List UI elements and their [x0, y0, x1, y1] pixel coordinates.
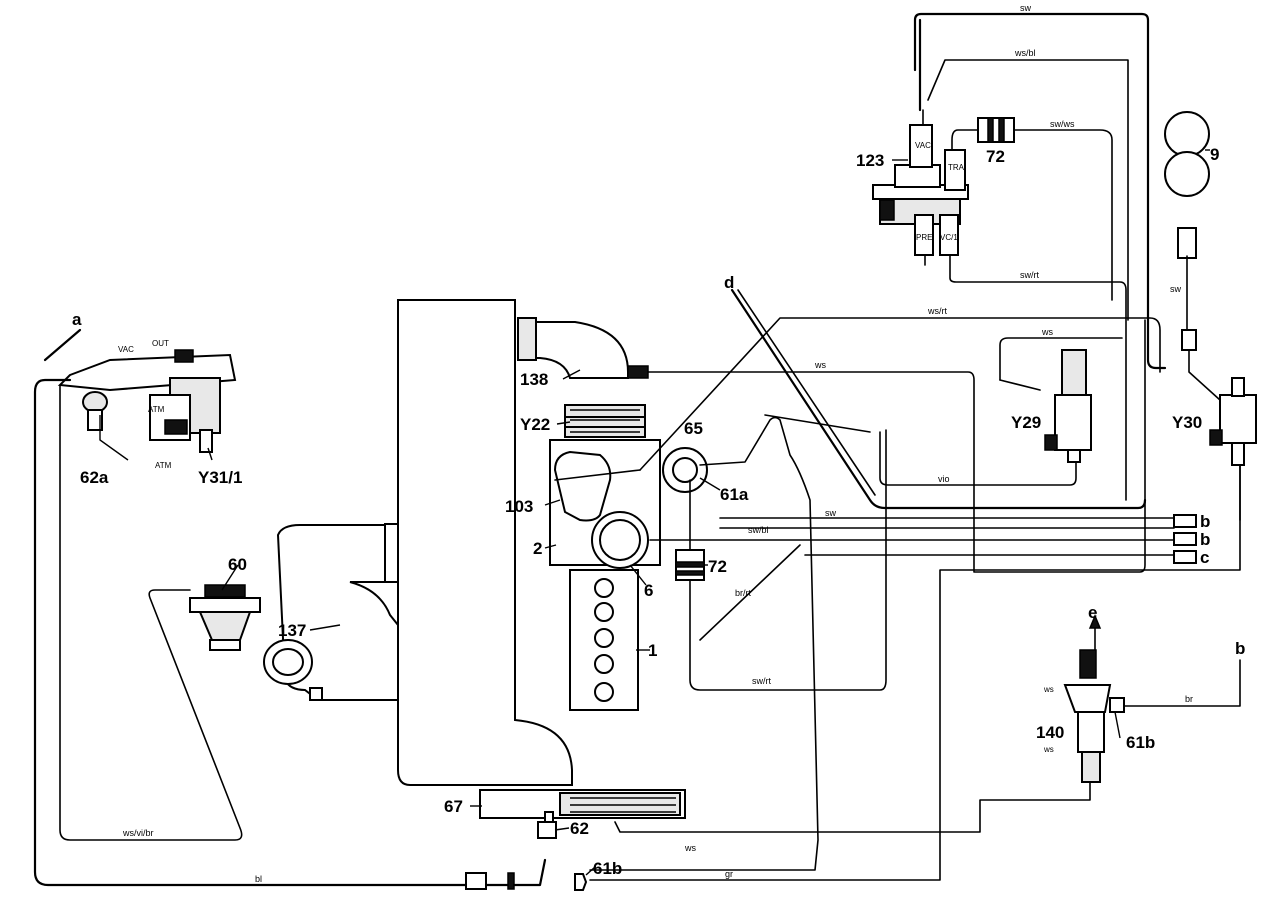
label-a: a [72, 310, 82, 329]
component-labels: a d e b b b c 1 2 6 9 60 61a 61b 61b 62 … [72, 145, 1245, 878]
actuator-60 [189, 584, 261, 651]
wire-wsbl: ws/bl [1014, 48, 1036, 58]
port-vc: VC/1 [940, 233, 958, 242]
injector-block-1 [569, 569, 639, 711]
label-c-end: c [1200, 548, 1209, 567]
valve-Y30 [1209, 377, 1257, 466]
label-d: d [724, 273, 734, 292]
throttle-body-2 [549, 439, 708, 569]
label-61b-right: 61b [1126, 733, 1155, 752]
label-b-right: b [1235, 639, 1245, 658]
label-e: e [1088, 603, 1097, 622]
filter-72-mid [675, 549, 705, 581]
wire-ws2: ws [814, 360, 826, 370]
label-Y31-1: Y31/1 [198, 468, 242, 487]
label-1: 1 [648, 641, 657, 660]
wire-swbl: sw/bl [748, 525, 769, 535]
leader-lines [99, 149, 1210, 876]
port-vac-123: VAC [915, 141, 931, 150]
port-atm-1: ATM [148, 405, 165, 414]
wire-swrt-low: sw/rt [752, 676, 771, 686]
intake-elbow-138 [517, 317, 649, 379]
switch-140 [1063, 649, 1125, 783]
label-61b-bottom: 61b [593, 859, 622, 878]
label-62a: 62a [80, 468, 109, 487]
label-60: 60 [228, 555, 247, 574]
wire-swws: sw/ws [1050, 119, 1075, 129]
port-out: OUT [152, 339, 169, 348]
vacuum-lines [33, 12, 1241, 887]
wire-brrt: br/rt [735, 588, 752, 598]
air-duct-137 [263, 523, 399, 701]
label-61a: 61a [720, 485, 749, 504]
wire-sw-mid: sw [825, 508, 837, 518]
wire-bl: bl [255, 874, 262, 884]
port-atm-2: ATM [155, 461, 172, 470]
intake-housing [397, 299, 573, 786]
wire-ws-140: ws [1043, 685, 1054, 694]
label-Y29: Y29 [1011, 413, 1041, 432]
label-123: 123 [856, 151, 884, 170]
component-67 [479, 789, 686, 819]
wire-ws3: ws [684, 843, 696, 853]
label-9: 9 [1210, 145, 1219, 164]
valve-Y22 [564, 404, 646, 438]
reservoir-9 [1164, 111, 1210, 351]
wire-vio: vio [938, 474, 950, 484]
wire-sw-vert: sw [1170, 284, 1182, 294]
label-138: 138 [520, 370, 548, 389]
port-vac-62a: VAC [118, 345, 134, 354]
wire-ws-140b: ws [1043, 745, 1054, 754]
label-137: 137 [278, 621, 306, 640]
wire-br: br [1185, 694, 1193, 704]
filter-72-top [977, 117, 1015, 143]
port-tra: TRA [948, 163, 965, 172]
wire-code-labels: sw ws/bl sw/ws sw/rt ws/rt ws ws sw vio … [122, 3, 1193, 884]
port-pre: PRE [916, 233, 932, 242]
wire-sw-top: sw [1020, 3, 1032, 13]
label-2: 2 [533, 539, 542, 558]
label-62: 62 [570, 819, 589, 838]
label-b-end: b [1200, 530, 1210, 549]
label-72-top: 72 [986, 147, 1005, 166]
label-6: 6 [644, 581, 653, 600]
restrictor-61b-bottom [465, 872, 588, 891]
end-connectors-right [1173, 514, 1197, 564]
valve-Y29 [1044, 349, 1092, 463]
check-valve-62 [537, 811, 557, 839]
label-72-mid: 72 [708, 557, 727, 576]
label-Y22: Y22 [520, 415, 550, 434]
wire-wsrt: ws/rt [927, 306, 947, 316]
label-65: 65 [684, 419, 703, 438]
valve-assembly-Y31-1 [57, 349, 237, 453]
valve-123 [872, 124, 969, 256]
wire-wsvibr: ws/vi/br [122, 828, 154, 838]
label-67: 67 [444, 797, 463, 816]
wire-gr: gr [725, 869, 733, 879]
label-Y30: Y30 [1172, 413, 1202, 432]
label-a-end: b [1200, 512, 1210, 531]
label-103: 103 [505, 497, 533, 516]
label-140: 140 [1036, 723, 1064, 742]
port-labels: VAC OUT ATM ATM VAC TRA PRE VC/1 [118, 141, 965, 470]
wire-ws1: ws [1041, 327, 1053, 337]
wire-swrt: sw/rt [1020, 270, 1039, 280]
